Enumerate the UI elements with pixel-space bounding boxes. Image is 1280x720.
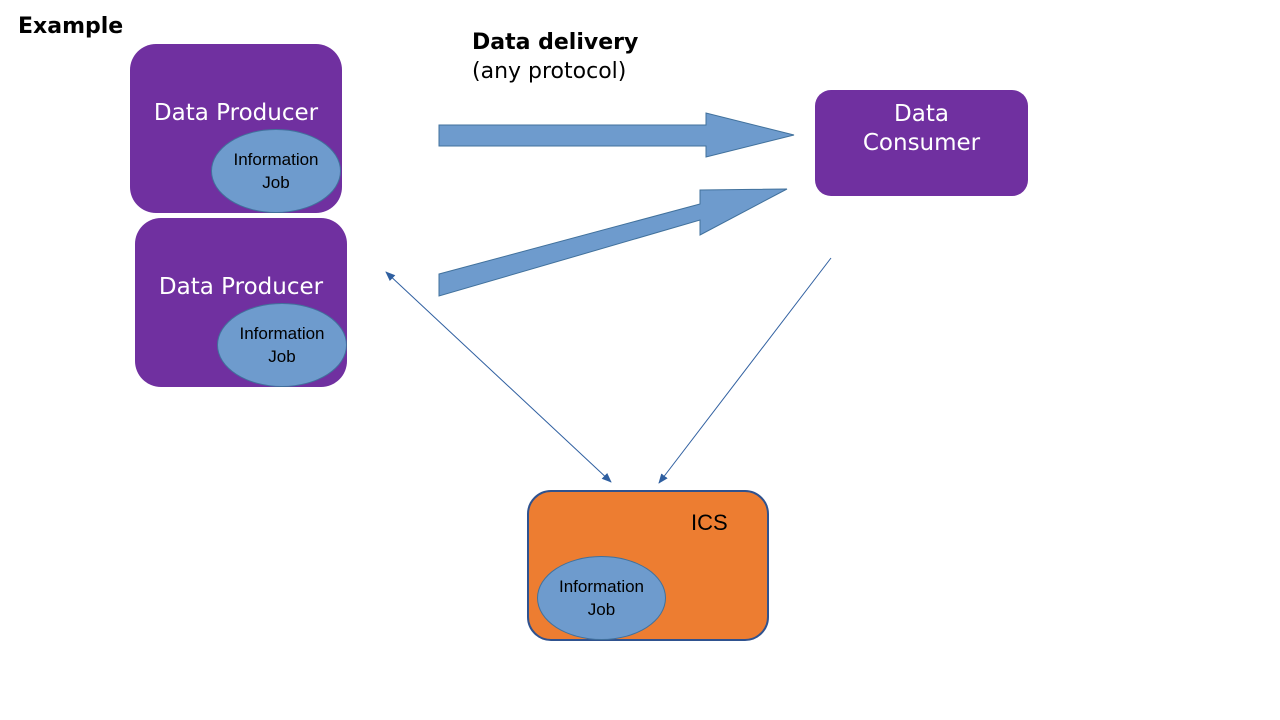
ics-box: ICS Information Job (527, 490, 769, 641)
data-consumer-label-line1: Data (894, 101, 949, 127)
information-job-2: Information Job (217, 303, 347, 387)
data-delivery-subheading: (any protocol) (472, 59, 627, 84)
data-consumer: Data Consumer (815, 90, 1028, 196)
information-job-2-line2: Job (268, 347, 296, 366)
consumer-ics-connector (658, 257, 832, 484)
data-producer-1: Data Producer Information Job (130, 44, 342, 213)
producer-ics-connector (385, 271, 612, 483)
ics-label: ICS (691, 510, 728, 535)
data-consumer-label: Data Consumer (815, 100, 1028, 158)
information-job-ics-line2: Job (587, 600, 616, 619)
information-job-1-line2: Job (262, 173, 290, 192)
data-consumer-label-line2: Consumer (862, 130, 981, 156)
information-job-1: Information Job (211, 129, 341, 213)
information-job-ics: Information Job (537, 556, 666, 640)
information-job-1-line1: Information (233, 150, 319, 169)
data-delivery-heading: Data delivery (472, 30, 639, 55)
delivery-arrow-2 (438, 188, 788, 297)
data-producer-2: Data Producer Information Job (135, 218, 347, 387)
data-delivery-caption: Data delivery (any protocol) (472, 28, 638, 86)
data-producer-1-label: Data Producer (153, 100, 319, 126)
diagram-title: Example (18, 14, 124, 39)
delivery-arrow-1 (438, 112, 795, 158)
data-producer-2-label: Data Producer (158, 274, 324, 300)
information-job-2-line1: Information (239, 324, 325, 343)
information-job-ics-line1: Information (558, 577, 645, 596)
